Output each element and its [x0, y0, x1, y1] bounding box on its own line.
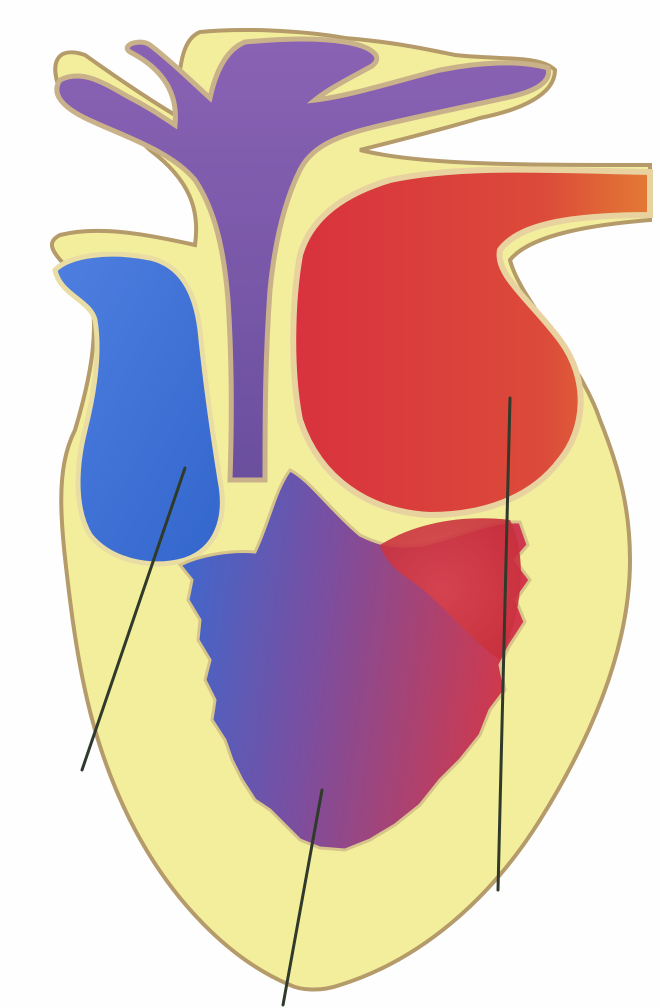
heart-diagram — [0, 0, 660, 1008]
diagram-canvas — [0, 0, 660, 1008]
